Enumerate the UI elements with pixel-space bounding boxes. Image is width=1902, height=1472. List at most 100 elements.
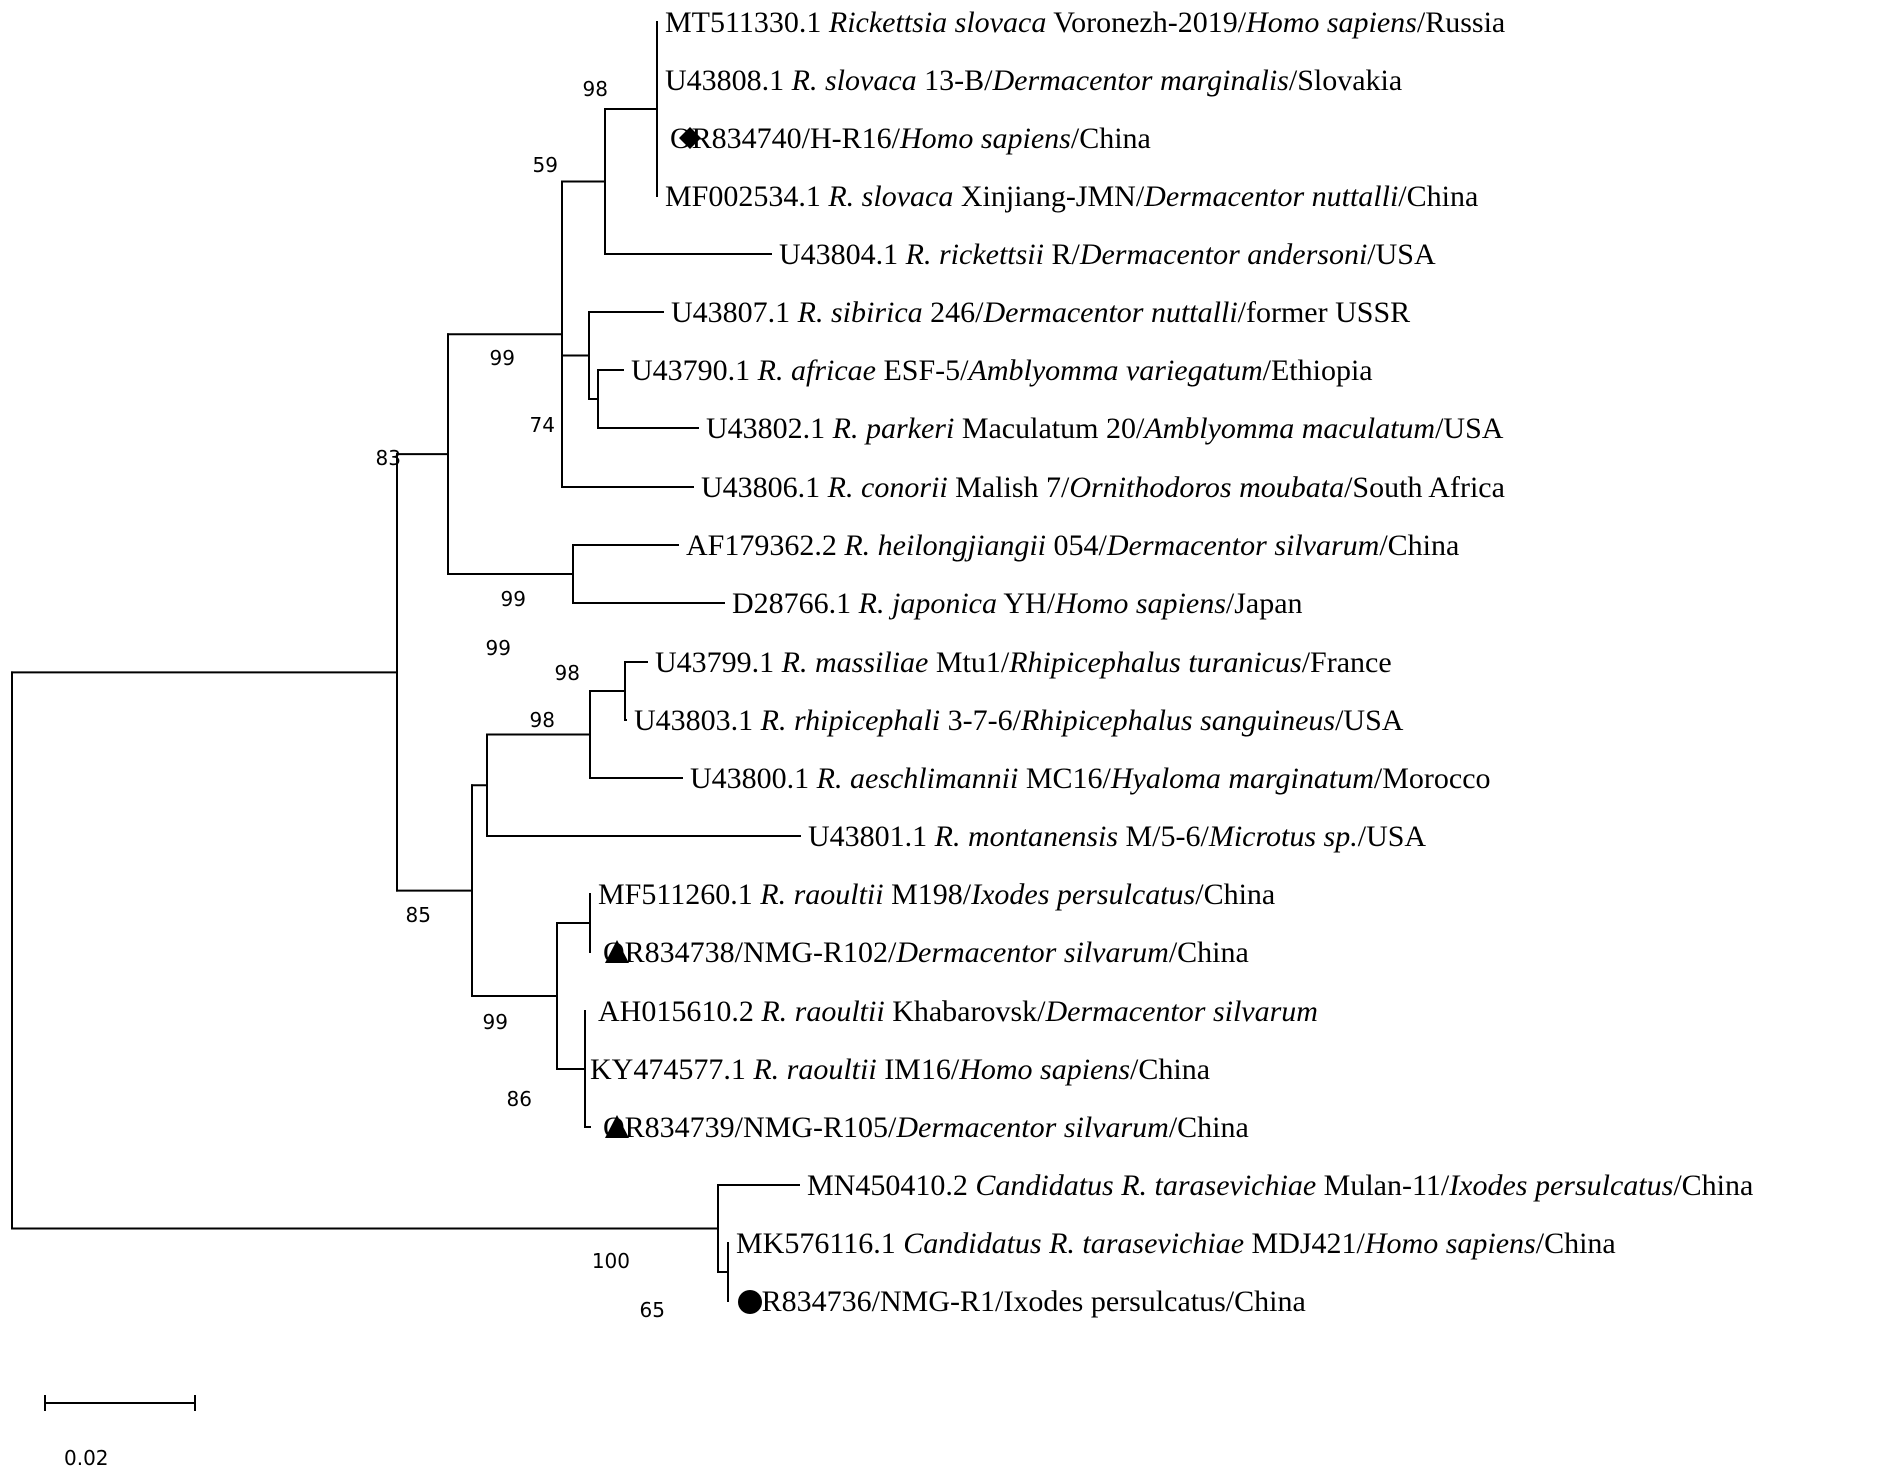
leaf-label-part: 13-B/	[917, 64, 994, 97]
leaf-label-part: /China	[1398, 180, 1478, 213]
leaf-label-part: R. rhipicephali	[760, 704, 940, 737]
leaf-label-part: /China	[1536, 1227, 1616, 1260]
leaf-label-part: U43800.1	[690, 762, 817, 795]
leaf-label-part: R. aeschlimannii	[816, 762, 1019, 795]
leaf-label-part: OR834736/NMG-R1/Ixodes persulcatus/China	[740, 1285, 1306, 1318]
leaf-label: AH015610.2 R. raoultii Khabarovsk/Dermac…	[598, 995, 1318, 1028]
leaf-label-part: Khabarovsk/	[885, 995, 1046, 1028]
leaf-label-part: AF179362.2	[686, 529, 844, 562]
leaf-label-part: Hyaloma marginatum	[1110, 762, 1374, 795]
bootstrap-value: 98	[530, 708, 555, 732]
leaf-label-part: M/5-6/	[1118, 820, 1210, 853]
leaf-label: D28766.1 R. japonica YH/Homo sapiens/Jap…	[732, 587, 1303, 620]
leaf-label-part: OR834739/NMG-R105/	[603, 1111, 897, 1144]
leaf-label-part: Dermacentor nuttalli	[983, 296, 1238, 329]
leaf-label-part: /Japan	[1226, 587, 1303, 620]
leaf-label-part: /China	[1169, 936, 1249, 969]
leaf-label-part: /China	[1379, 529, 1459, 562]
triangle-icon	[605, 940, 629, 963]
leaf-label-part: U43802.1	[706, 412, 833, 445]
leaf-label: U43804.1 R. rickettsii R/Dermacentor and…	[779, 238, 1436, 271]
leaf-label-part: Homo sapiens	[899, 122, 1071, 155]
leaf-label-part: R/	[1044, 238, 1081, 271]
leaf-label-part: Rickettsia slovaca	[828, 6, 1046, 39]
leaf-label: MF511260.1 R. raoultii M198/Ixodes persu…	[598, 878, 1275, 911]
leaf-label-part: Ixodes persulcatus	[970, 878, 1195, 911]
leaf-label-part: 3-7-6/	[940, 704, 1021, 737]
triangle-icon	[605, 1115, 629, 1138]
leaf-label-part: R. massiliae	[781, 646, 929, 679]
leaf-label-part: /Russia	[1417, 6, 1505, 39]
leaf-label-part: R. slovaca	[827, 180, 953, 213]
leaf-label-part: Ornithodoros moubata	[1069, 471, 1344, 504]
leaf-label-part: R. heilongjiangii	[843, 529, 1046, 562]
leaf-label-part: R. parkeri	[832, 412, 955, 445]
leaf-label-part: Malish 7/	[948, 471, 1070, 504]
leaf-label-part: /China	[1130, 1053, 1210, 1086]
leaf-label-part: R. japonica	[858, 587, 997, 620]
leaf-label: MN450410.2 Candidatus R. tarasevichiae M…	[807, 1169, 1753, 1202]
leaf-label-part: 054/	[1046, 529, 1108, 562]
leaf-label-part: R. africae	[757, 354, 876, 387]
leaf-label-part: OR834740/H-R16/	[670, 122, 901, 155]
scale-bar-label: 0.02	[64, 1446, 109, 1470]
leaf-label-part: /France	[1302, 646, 1392, 679]
leaf-label: KY474577.1 R. raoultii IM16/Homo sapiens…	[590, 1053, 1210, 1086]
leaf-label-part: MK576116.1	[736, 1227, 903, 1260]
leaf-label-part: /China	[1071, 122, 1151, 155]
leaf-label-part: Dermacentor silvarum	[895, 936, 1168, 969]
leaf-label-part: R. sibirica	[797, 296, 923, 329]
bootstrap-value: 86	[507, 1087, 532, 1111]
leaf-label-part: /Morocco	[1374, 762, 1491, 795]
scale-bar: 0.02	[44, 1395, 196, 1470]
leaf-label-part: AH015610.2	[598, 995, 761, 1028]
leaf-label-part: Candidatus R. tarasevichiae	[903, 1227, 1244, 1260]
leaf-label-part: Mulan-11/	[1316, 1169, 1450, 1202]
leaf-label: OR834740/H-R16/Homo sapiens/China	[670, 122, 1151, 155]
leaf-label: U43801.1 R. montanensis M/5-6/Microtus s…	[808, 820, 1426, 853]
leaf-label-part: R. rickettsii	[905, 238, 1044, 271]
leaf-label-part: U43806.1	[701, 471, 828, 504]
leaf-label-part: Dermacentor silvarum	[1044, 995, 1317, 1028]
bootstrap-value: 99	[483, 1010, 508, 1034]
leaf-label: U43790.1 R. africae ESF-5/Amblyomma vari…	[631, 354, 1373, 387]
leaf-label-part: Candidatus R. tarasevichiae	[975, 1169, 1316, 1202]
leaf-label-part: Dermacentor marginalis	[991, 64, 1288, 97]
leaf-label-part: KY474577.1	[590, 1053, 753, 1086]
leaf-label: MT511330.1 Rickettsia slovaca Voronezh-2…	[665, 6, 1505, 39]
leaf-label-part: Homo sapiens	[1054, 587, 1226, 620]
leaf-label-part: R. conorii	[827, 471, 948, 504]
leaf-label-part: Dermacentor silvarum	[895, 1111, 1168, 1144]
leaf-label-part: /USA	[1435, 412, 1504, 445]
leaf-label-part: R. raoultii	[752, 1053, 876, 1086]
leaf-label-part: Dermacentor silvarum	[1106, 529, 1379, 562]
leaf-label-part: 246/	[923, 296, 985, 329]
bootstrap-value: 74	[530, 413, 555, 437]
leaf-label-part: MF511260.1	[598, 878, 760, 911]
leaf-label-part: Dermacentor nuttalli	[1143, 180, 1398, 213]
leaf-label-part: U43804.1	[779, 238, 906, 271]
leaf-label-part: Amblyomma variegatum	[967, 354, 1263, 387]
bootstrap-value: 98	[583, 77, 608, 101]
leaf-label-part: Mtu1/	[928, 646, 1010, 679]
leaf-label-part: /USA	[1358, 820, 1427, 853]
leaf-label-part: R. montanensis	[934, 820, 1118, 853]
leaf-label-part: Ixodes persulcatus	[1448, 1169, 1673, 1202]
leaf-label-part: Rhipicephalus turanicus	[1008, 646, 1301, 679]
leaf-label: OR834738/NMG-R102/Dermacentor silvarum/C…	[603, 936, 1249, 969]
leaf-label-part: Xinjiang-JMN/	[953, 180, 1144, 213]
leaf-label: AF179362.2 R. heilongjiangii 054/Dermace…	[686, 529, 1459, 562]
leaf-label-part: Dermacentor andersoni	[1079, 238, 1367, 271]
leaf-label-part: YH/	[997, 587, 1056, 620]
leaf-label-part: R. raoultii	[760, 995, 884, 1028]
bootstrap-value: 99	[501, 587, 526, 611]
leaf-label: OR834736/NMG-R1/Ixodes persulcatus/China	[740, 1285, 1306, 1318]
tree-branches	[11, 21, 801, 1302]
bootstrap-value: 98	[555, 661, 580, 685]
leaf-label-part: Voronezh-2019/	[1046, 6, 1246, 39]
leaf-label-part: Rhipicephalus sanguineus	[1020, 704, 1335, 737]
leaf-label-part: /China	[1673, 1169, 1753, 1202]
leaf-label-part: MDJ421/	[1244, 1227, 1366, 1260]
circle-icon	[738, 1290, 762, 1314]
